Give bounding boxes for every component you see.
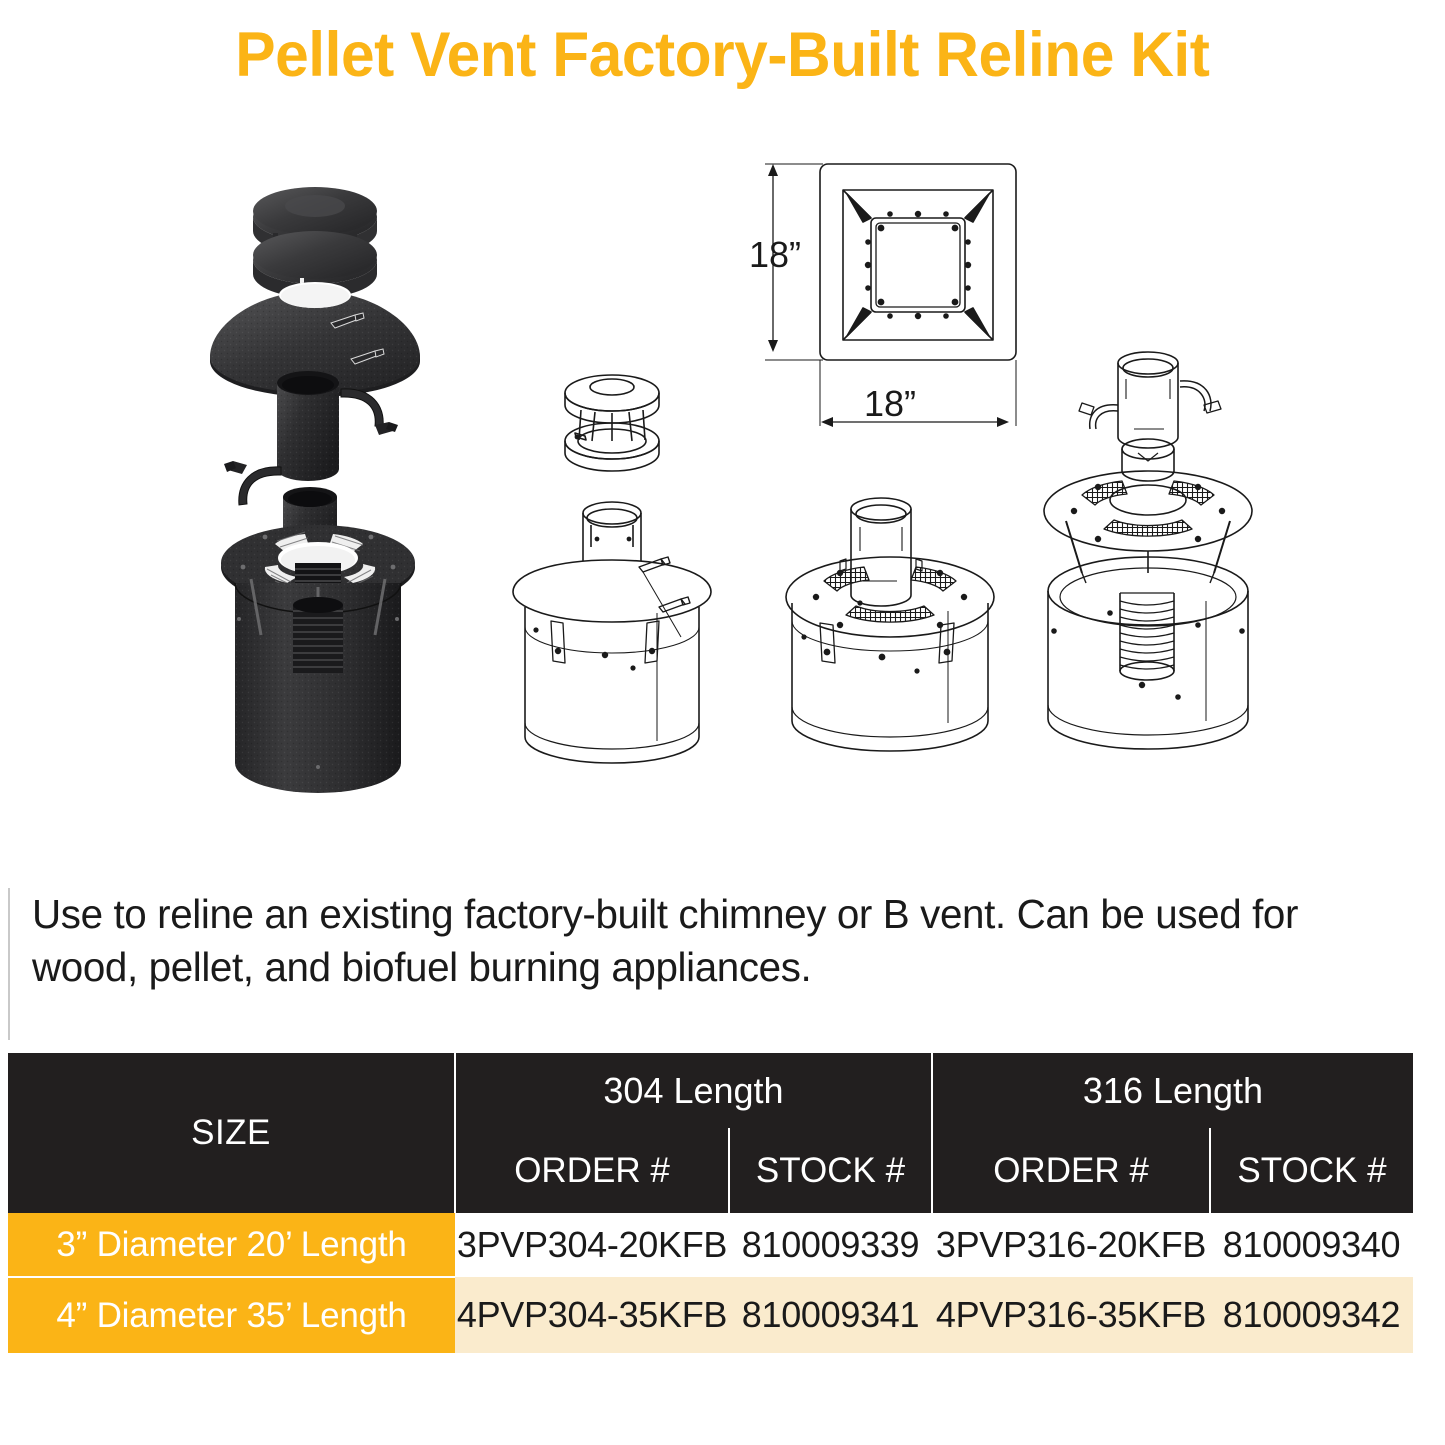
description-block: Use to reline an existing factory-built … xyxy=(8,888,1428,1040)
spec-table-head: SIZE 304 Length 316 Length ORDER # STOCK… xyxy=(8,1053,1413,1213)
header-group-316: 316 Length xyxy=(931,1053,1413,1128)
figure-cap-and-cone-housing-line-art xyxy=(505,355,750,765)
header-size: SIZE xyxy=(8,1053,455,1213)
cell-stock-316: 810009342 xyxy=(1210,1277,1413,1353)
page-title: Pellet Vent Factory-Built Reline Kit xyxy=(235,20,1210,90)
header-order-316: ORDER # xyxy=(931,1128,1210,1213)
title-bar: Pellet Vent Factory-Built Reline Kit xyxy=(0,22,1445,88)
dimension-width-label: 18” xyxy=(864,383,916,424)
header-stock-316: STOCK # xyxy=(1209,1128,1413,1213)
spec-table: SIZE 304 Length 316 Length ORDER # STOCK… xyxy=(8,1053,1413,1353)
cell-order-316: 3PVP316-20KFB xyxy=(932,1213,1210,1277)
figure-square-flashing-dimension-drawing: 18” 18” xyxy=(735,150,1030,450)
figure-exploded-liner-housing-line-art xyxy=(1030,345,1270,765)
cell-order-304: 3PVP304-20KFB xyxy=(455,1213,729,1277)
cell-size: 4” Diameter 35’ Length xyxy=(8,1277,455,1353)
cell-order-316: 4PVP316-35KFB xyxy=(932,1277,1210,1353)
table-header-group-row: SIZE 304 Length 316 Length xyxy=(8,1053,1413,1213)
product-illustrations: 18” 18” xyxy=(0,130,1445,830)
figure-exploded-photo-assembly xyxy=(205,175,465,835)
cell-order-304: 4PVP304-35KFB xyxy=(455,1277,729,1353)
header-order-304: ORDER # xyxy=(454,1128,729,1213)
table-header-sub-row: ORDER # STOCK # ORDER # STOCK # xyxy=(8,1128,1413,1213)
table-row: 4” Diameter 35’ Length 4PVP304-35KFB 810… xyxy=(8,1277,1413,1353)
table-row: 3” Diameter 20’ Length 3PVP304-20KFB 810… xyxy=(8,1213,1413,1278)
cell-size: 3” Diameter 20’ Length xyxy=(8,1213,455,1278)
cell-stock-304: 810009341 xyxy=(729,1277,932,1353)
cell-stock-316: 810009340 xyxy=(1210,1213,1413,1277)
figure-vented-plate-housing-line-art xyxy=(778,485,1016,785)
dimension-height-label: 18” xyxy=(749,234,801,275)
description-text: Use to reline an existing factory-built … xyxy=(32,891,1299,991)
header-group-304: 304 Length xyxy=(454,1053,932,1128)
cell-stock-304: 810009339 xyxy=(729,1213,932,1277)
header-stock-304: STOCK # xyxy=(728,1128,932,1213)
spec-table-body: 3” Diameter 20’ Length 3PVP304-20KFB 810… xyxy=(8,1213,1413,1353)
